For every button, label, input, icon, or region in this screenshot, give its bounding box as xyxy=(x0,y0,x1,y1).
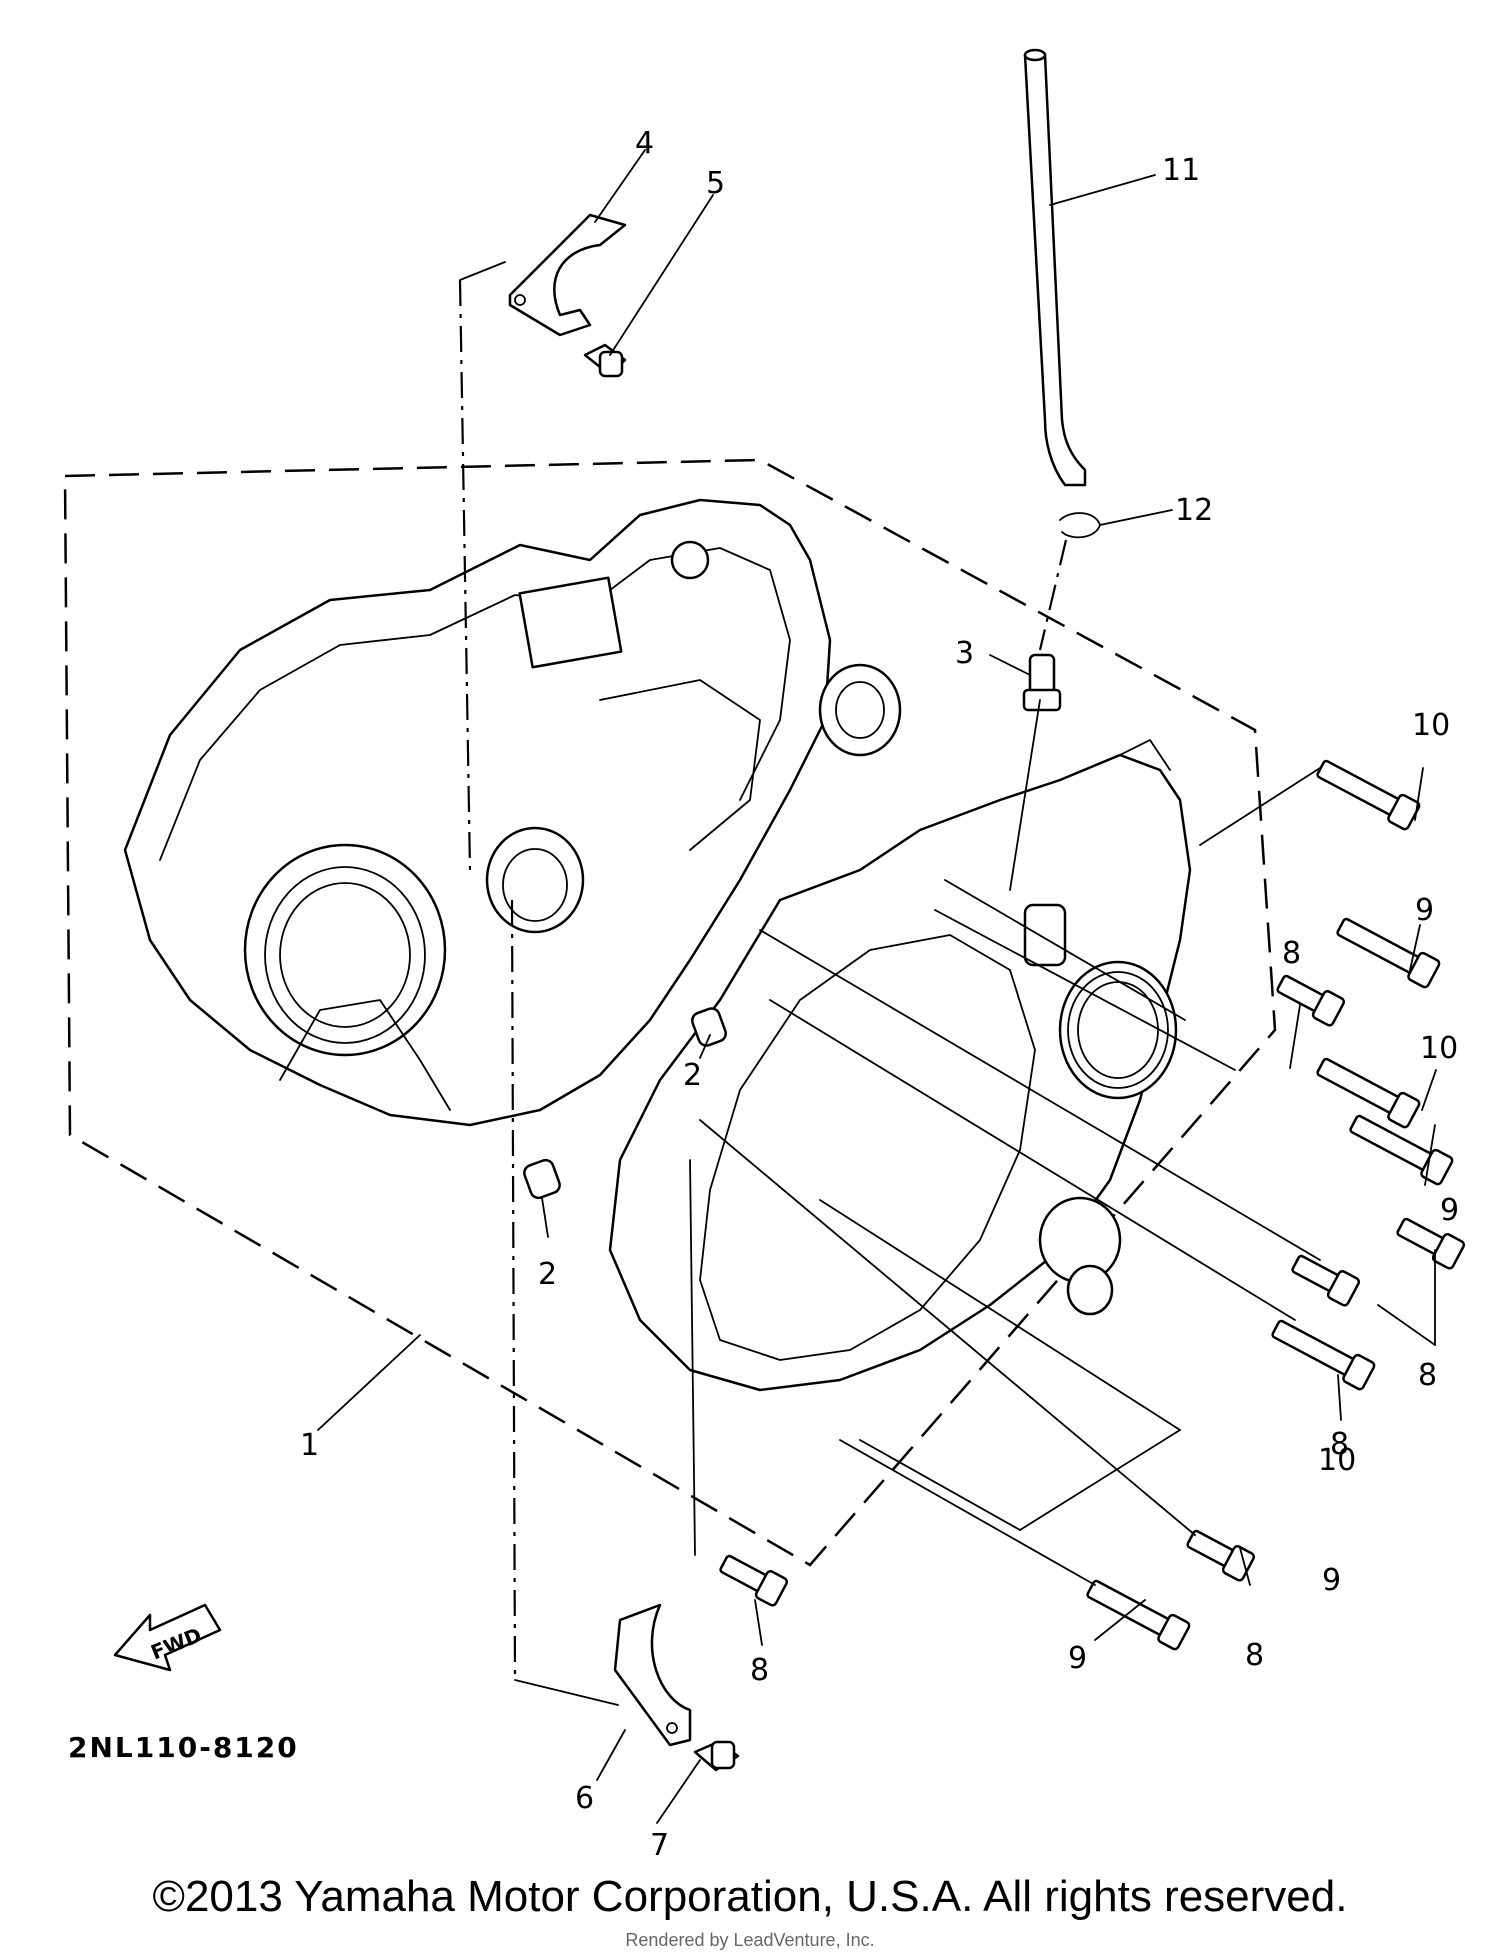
callout-8e: 8 xyxy=(1330,1427,1349,1462)
callout-10b: 10 xyxy=(1420,1031,1458,1066)
callout-5: 5 xyxy=(706,166,725,201)
callout-8b: 8 xyxy=(1418,1358,1437,1393)
callout-1: 1 xyxy=(300,1428,319,1463)
callout-9b: 9 xyxy=(1440,1193,1459,1228)
bearing-stopper-lower xyxy=(613,1603,692,1747)
hose-clip xyxy=(1059,512,1101,539)
callout-4: 4 xyxy=(635,126,654,161)
right-crankcase xyxy=(608,739,1192,1392)
copyright-notice: ©2013 Yamaha Motor Corporation, U.S.A. A… xyxy=(152,1872,1348,1921)
callout-2a: 2 xyxy=(683,1058,702,1093)
screw-5 xyxy=(583,343,627,378)
callout-9a: 9 xyxy=(1415,893,1434,928)
assembly-lines xyxy=(458,261,1321,1706)
bearing-stopper-upper xyxy=(508,213,627,337)
callout-7: 7 xyxy=(650,1828,669,1863)
callout-9d: 9 xyxy=(1322,1563,1341,1598)
leader-lines xyxy=(317,149,1437,1824)
breather-pipe xyxy=(1023,48,1087,487)
callout-8d: 8 xyxy=(1245,1638,1264,1673)
callout-8a: 8 xyxy=(1282,936,1301,971)
fwd-arrow-icon: FWD xyxy=(113,1603,222,1672)
drawing-code: 2NL110-8120 xyxy=(68,1731,299,1764)
callout-6: 6 xyxy=(575,1781,594,1816)
dowel-pin-lower xyxy=(523,1158,561,1200)
callout-8c: 8 xyxy=(750,1653,769,1688)
callout-12: 12 xyxy=(1175,493,1213,528)
callout-11: 11 xyxy=(1162,153,1200,188)
callout-labels: 1 2 2 3 4 5 6 7 8 8 8 8 8 9 9 9 9 10 10 … xyxy=(300,126,1459,1863)
watermark-text: Rendered by LeadVenture, Inc. xyxy=(625,1930,875,1950)
dowel-pin-upper xyxy=(691,1007,727,1047)
breather-fitting xyxy=(1022,653,1062,712)
assembly-boundary xyxy=(63,458,1277,1567)
callout-3: 3 xyxy=(955,636,974,671)
bolts-right xyxy=(719,759,1466,1651)
callout-10c: 10 xyxy=(1318,1443,1356,1478)
screw-7 xyxy=(693,1740,740,1772)
callout-2b: 2 xyxy=(538,1257,557,1292)
callout-10a: 10 xyxy=(1412,708,1450,743)
callout-9c: 9 xyxy=(1068,1641,1087,1676)
